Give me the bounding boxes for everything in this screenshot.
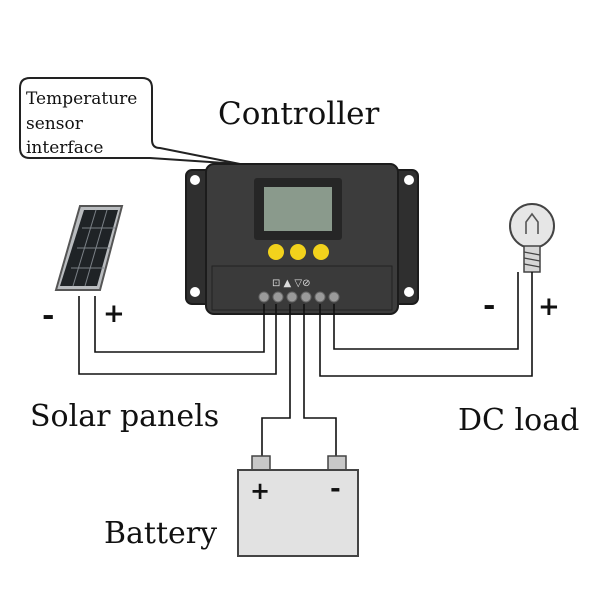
dc-load-label: DC load — [458, 403, 579, 438]
sensor-label-line2: sensor — [26, 114, 84, 134]
controller-button-1 — [268, 244, 284, 260]
battery-negative-sign: - — [330, 474, 341, 504]
solar-panels-label: Solar panels — [30, 399, 219, 434]
battery-positive-sign: + — [250, 476, 270, 505]
solar-negative-sign: - — [42, 298, 54, 333]
load-negative-sign: - — [483, 288, 495, 323]
bulb-glass — [509, 203, 555, 249]
controller-button-2 — [290, 244, 306, 260]
controller-label: Controller — [218, 96, 379, 132]
sensor-callout: Temperature sensor interface — [19, 77, 241, 165]
wiring — [78, 272, 533, 456]
load-positive-sign: + — [538, 292, 560, 322]
sensor-label-line1: Temperature — [26, 89, 137, 109]
solar-panel-icon — [54, 205, 124, 291]
sensor-label-line3: interface — [26, 138, 103, 158]
light-bulb-icon — [509, 203, 555, 273]
battery-label: Battery — [104, 516, 217, 551]
charge-controller-icon: ⊡ ▲ ▽⊘ — [185, 163, 419, 315]
lcd-screen — [264, 187, 332, 231]
solar-positive-sign: + — [103, 299, 125, 329]
terminal-block — [258, 291, 340, 303]
svg-text:⊡ ▲ ▽⊘: ⊡ ▲ ▽⊘ — [272, 278, 311, 289]
controller-button-3 — [313, 244, 329, 260]
battery-icon — [237, 455, 359, 557]
battery-body — [237, 469, 359, 557]
